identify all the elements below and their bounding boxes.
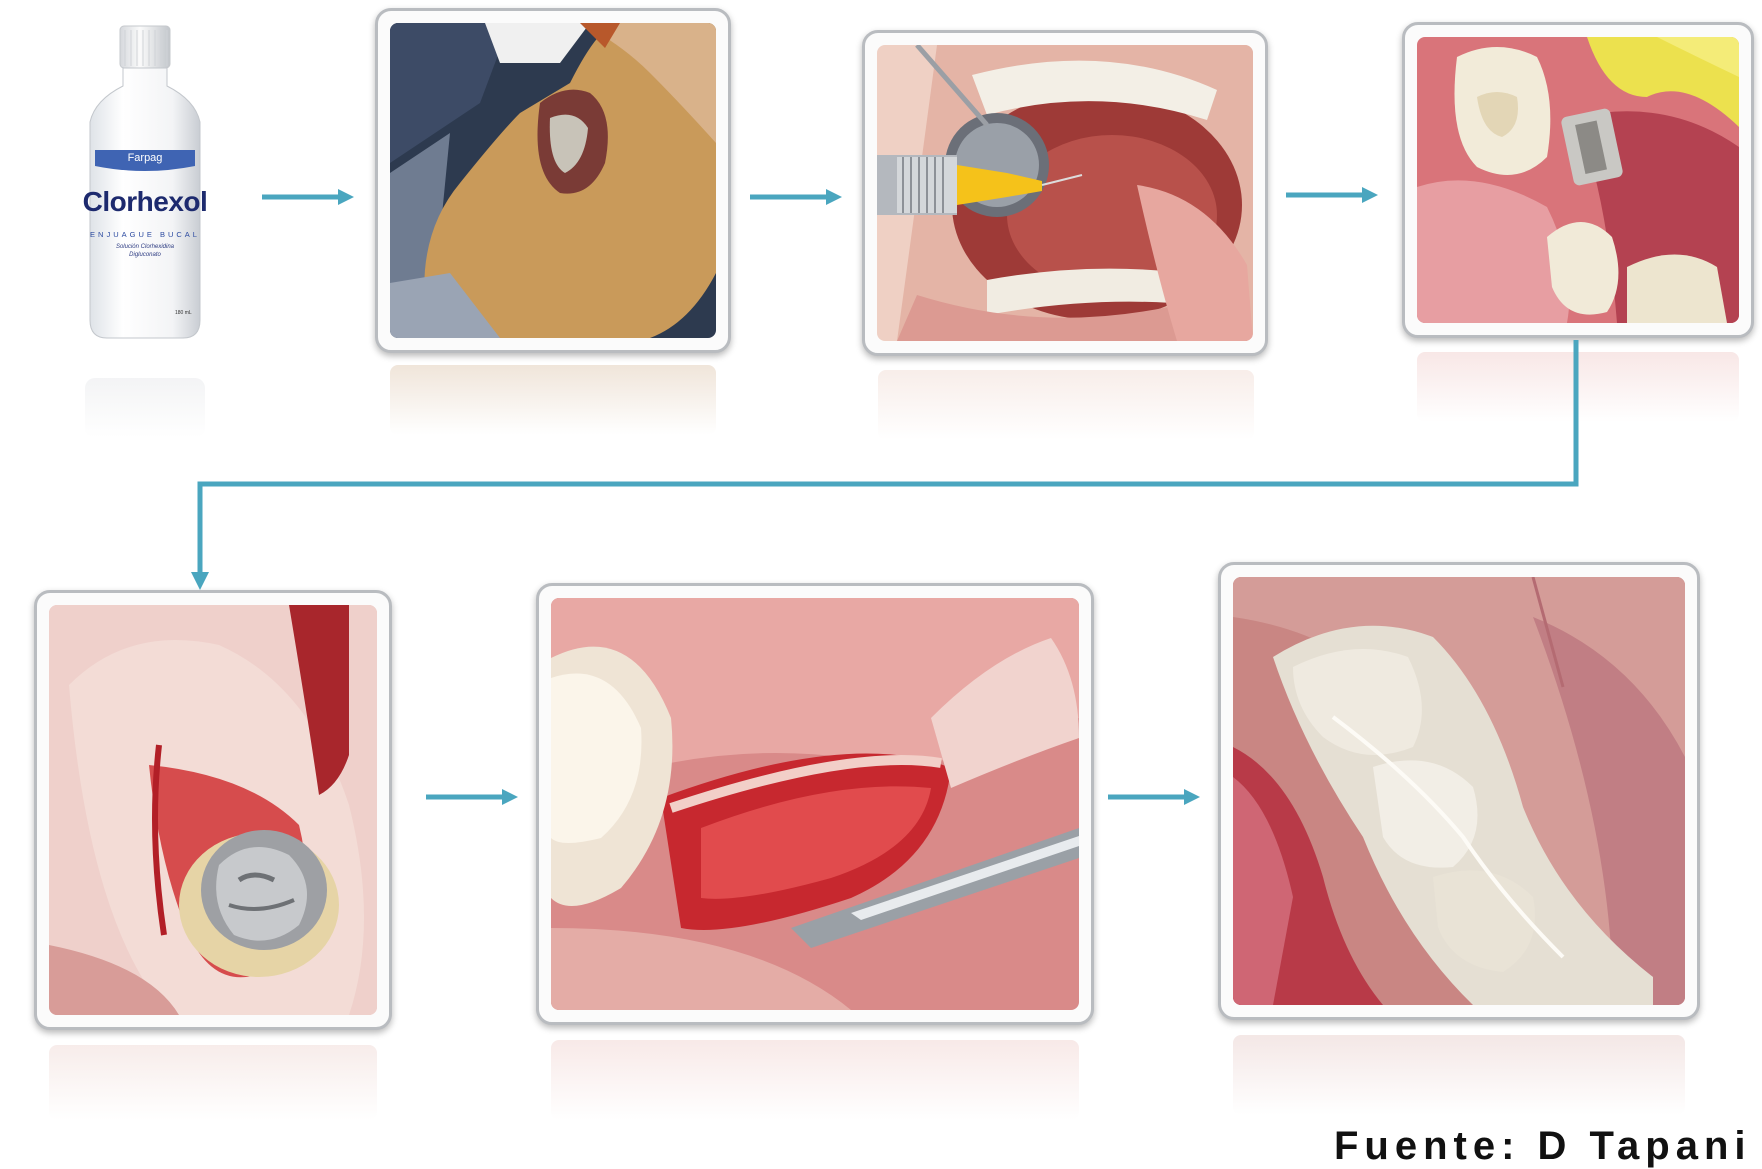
sutured-gingiva-photo [1233,577,1685,1005]
step-6-reflection [551,1040,1079,1120]
step-5-frame [34,590,392,1030]
source-credit: Fuente: D Tapani [1334,1124,1751,1169]
open-socket-photo [551,598,1079,1010]
step-6-frame [536,583,1094,1025]
arrow-4-to-5-connector [0,0,1762,600]
step-7-frame [1218,562,1700,1020]
step-5-reflection [49,1045,377,1120]
gingival-incision-photo [49,605,377,1015]
arrow-6-to-7 [1108,786,1200,808]
arrow-5-to-6 [426,786,518,808]
step-7-reflection [1233,1035,1685,1115]
